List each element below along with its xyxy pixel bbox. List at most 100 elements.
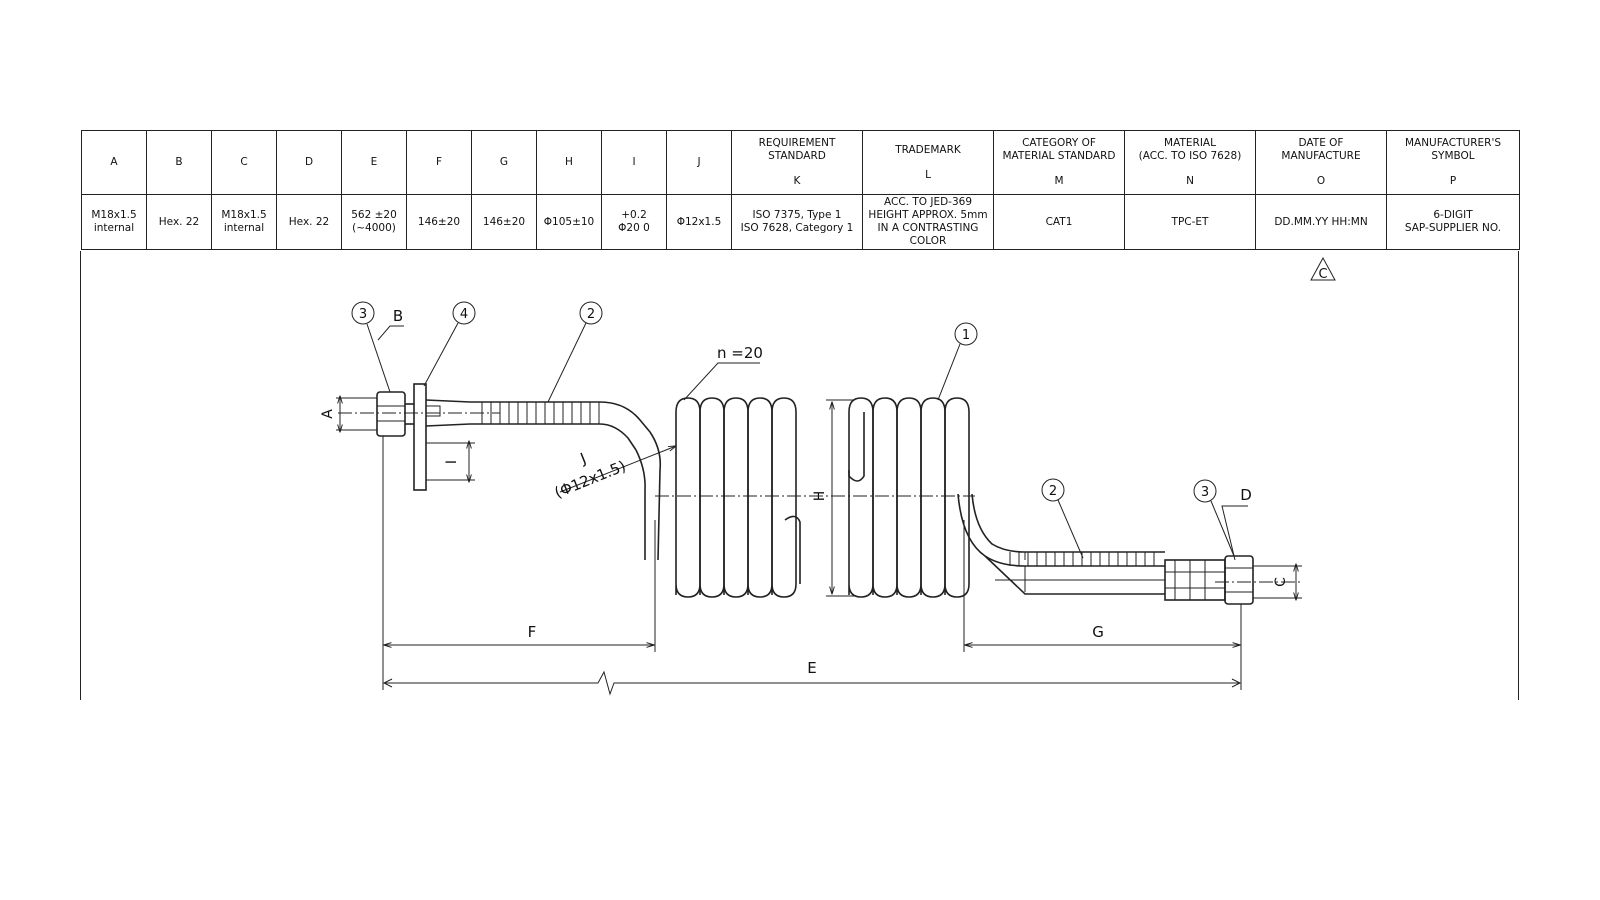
left-nut <box>376 391 414 437</box>
frame-border-left <box>80 251 81 700</box>
right-nut <box>1164 555 1254 605</box>
dimension-d: D <box>1221 486 1252 561</box>
svg-text:(Φ12x1.5): (Φ12x1.5) <box>552 457 629 502</box>
header-name: B <box>175 156 183 168</box>
table-header-cell: E <box>341 130 407 195</box>
svg-text:I: I <box>444 460 460 464</box>
coil-turn <box>920 397 946 598</box>
header-name: I <box>632 156 636 168</box>
header-name: A <box>110 156 118 168</box>
table-header-cell: TRADEMARK L <box>862 130 994 195</box>
table-header-cell: J <box>666 130 732 195</box>
header-letter: L <box>925 168 931 181</box>
dimension-e: E <box>382 659 1242 696</box>
svg-text:3: 3 <box>359 307 367 322</box>
header-letter: O <box>1316 175 1326 187</box>
balloon-2-right: 2 <box>1041 478 1084 559</box>
table-header-cell: MATERIAL (ACC. TO ISO 7628) N <box>1124 130 1256 195</box>
coil-turn <box>771 397 797 598</box>
svg-text:C: C <box>1273 577 1289 587</box>
dimension-table: A B C D E F G H I J REQUIREMENT STANDARD K TRADEMARK… <box>81 130 1520 250</box>
svg-text:D: D <box>1240 486 1252 504</box>
balloon-1: 1 <box>937 322 978 401</box>
coil-turn <box>872 397 898 598</box>
table-value-cell: ACC. TO JED-369 HEIGHT APPROX. 5mm IN A … <box>862 194 994 250</box>
svg-text:1: 1 <box>962 328 970 343</box>
header-letter: M <box>1054 175 1064 187</box>
svg-text:J: J <box>577 449 589 468</box>
coil-turn <box>675 397 701 598</box>
header-name: CATEGORY OF MATERIAL STANDARD <box>1002 137 1116 162</box>
table-header-cell: CATEGORY OF MATERIAL STANDARD M <box>993 130 1125 195</box>
dimension-i: I <box>426 441 475 482</box>
header-name: TRADEMARK <box>895 143 961 156</box>
left-coil-bundle <box>675 397 801 598</box>
table-value-cell: M18x1.5 internal <box>211 194 277 250</box>
header-letter: K <box>793 175 801 187</box>
dimension-c: C <box>1253 564 1302 600</box>
svg-text:4: 4 <box>460 307 468 322</box>
table-header-cell: MANUFACTURER'S SYMBOL P <box>1386 130 1520 195</box>
table-header-cell: A <box>81 130 147 195</box>
header-name: D <box>304 156 314 168</box>
coil-turn <box>944 397 970 598</box>
svg-text:2: 2 <box>587 307 595 322</box>
balloon-3-left: 3 <box>351 301 391 393</box>
balloon-4: 4 <box>423 301 476 387</box>
table-value-cell: 562 ±20 (~4000) <box>341 194 407 250</box>
flange-plate <box>413 383 441 491</box>
header-name: C <box>240 156 248 168</box>
balloon-2-left: 2 <box>547 301 603 403</box>
svg-text:G: G <box>1092 623 1104 641</box>
revision-mark: C <box>1318 267 1327 282</box>
tube-spec-callout: J (Φ12x1.5) <box>552 446 676 502</box>
dimension-f: F <box>384 623 654 645</box>
header-name: DATE OF MANUFACTURE <box>1281 137 1361 162</box>
revision-triangle-icon: C <box>1310 256 1336 282</box>
dimension-b: B <box>377 307 404 341</box>
table-value-cell: CAT1 <box>993 194 1125 250</box>
dimension-a: A <box>320 396 377 432</box>
svg-text:3: 3 <box>1201 485 1209 500</box>
coil-turn <box>723 397 749 598</box>
svg-text:B: B <box>393 307 403 325</box>
table-value-cell: Φ105±10 <box>536 194 602 250</box>
table-value-cell: Φ12x1.5 <box>666 194 732 250</box>
header-name: MANUFACTURER'S SYMBOL <box>1404 137 1502 162</box>
table-value-cell: 6-DIGIT SAP-SUPPLIER NO. <box>1386 194 1520 250</box>
coil-turn <box>848 397 874 598</box>
table-value-cell: DD.MM.YY HH:MN <box>1255 194 1387 250</box>
coil-turn <box>747 397 773 598</box>
header-name: H <box>565 156 573 168</box>
right-spring-guard <box>957 493 1165 595</box>
table-header-cell: DATE OF MANUFACTURE O <box>1255 130 1387 195</box>
coil-turn <box>699 397 725 598</box>
coil-count-callout: n =20 <box>683 344 763 401</box>
table-value-cell: Hex. 22 <box>146 194 212 250</box>
header-name: G <box>499 156 509 168</box>
header-name: F <box>435 156 443 168</box>
svg-text:H: H <box>812 491 828 502</box>
frame-border-right <box>1518 251 1519 700</box>
dimension-g: G <box>965 623 1240 645</box>
table-value-cell: M18x1.5 internal <box>81 194 147 250</box>
header-name: MATERIAL (ACC. TO ISO 7628) <box>1138 137 1242 162</box>
header-letter: N <box>1186 175 1194 187</box>
svg-text:F: F <box>528 623 537 641</box>
svg-text:2: 2 <box>1049 484 1057 499</box>
dimension-h: H <box>812 399 855 597</box>
extension-lines <box>382 436 1242 690</box>
table-header-cell: F <box>406 130 472 195</box>
coil-turn <box>896 397 922 598</box>
svg-text:n =20: n =20 <box>717 344 763 362</box>
right-coil-bundle <box>848 397 970 598</box>
header-name: REQUIREMENT STANDARD <box>758 137 836 162</box>
header-letter: P <box>1449 175 1457 187</box>
table-value-cell: Hex. 22 <box>276 194 342 250</box>
table-header-row: A B C D E F G H I J REQUIREMENT STANDARD K TRADEMARK… <box>81 130 1520 195</box>
table-value-cell: 146±20 <box>471 194 537 250</box>
balloon-3-right: 3 <box>1193 479 1235 557</box>
header-name: J <box>697 156 701 168</box>
